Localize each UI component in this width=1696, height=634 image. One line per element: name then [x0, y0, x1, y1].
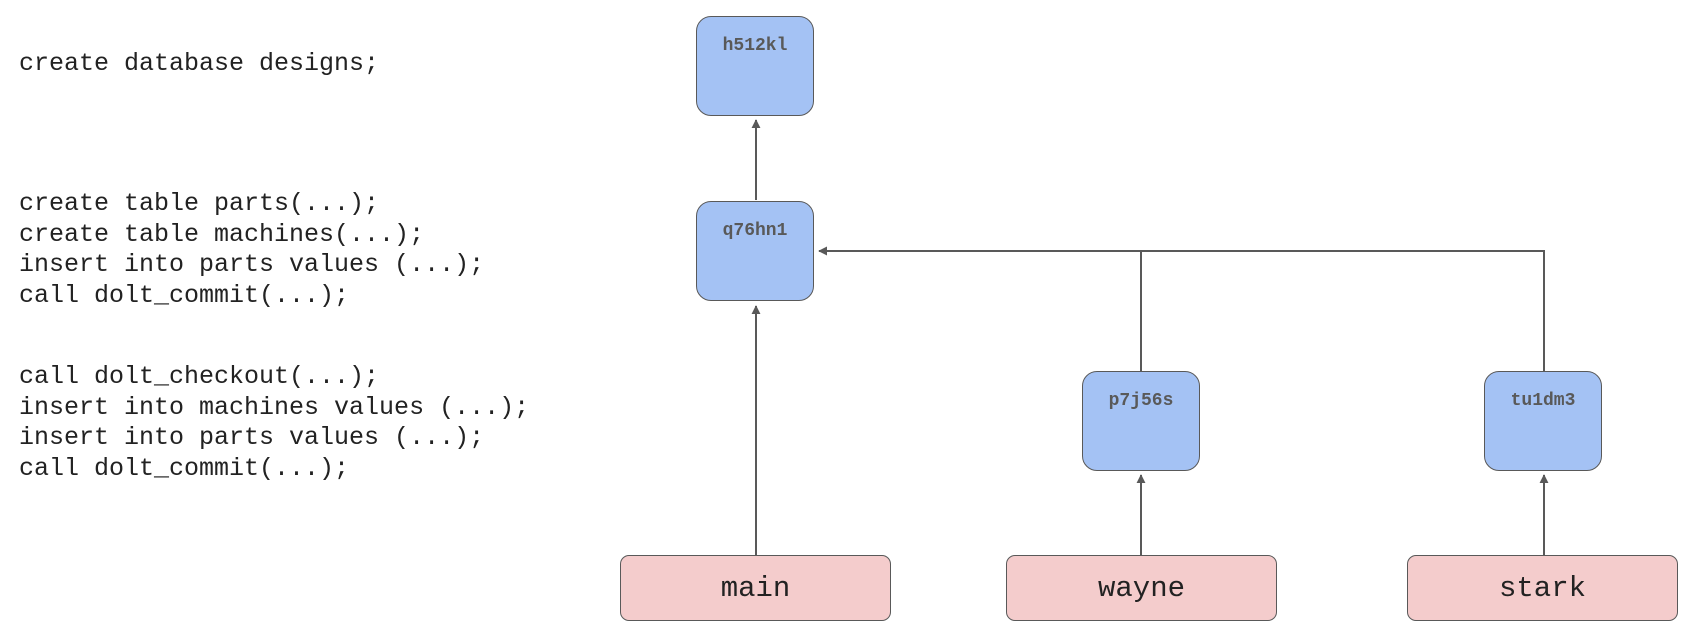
code-line: call dolt_checkout(...); [19, 362, 380, 391]
edge-p7j56s-to-q76hn1 [818, 246, 1142, 371]
branch-label: stark [1498, 571, 1586, 605]
code-line: insert into parts values (...); [19, 250, 485, 279]
code-line: call dolt_commit(...); [19, 453, 350, 483]
code-block-checkout-insert: call dolt_checkout(...);insert into mach… [19, 362, 529, 484]
commit-hash: h512kl [722, 36, 788, 56]
code-line: insert into parts values (...); [19, 423, 485, 452]
commit-hash: tu1dm3 [1510, 391, 1576, 411]
code-line: call dolt_commit(...); [19, 280, 350, 310]
branch-main: main [620, 555, 891, 621]
branch-label: main [720, 571, 791, 605]
commit-node-p7j56s: p7j56s [1082, 371, 1200, 471]
commit-hash: q76hn1 [722, 221, 788, 241]
code-line: create table parts(...); [19, 189, 380, 218]
commit-node-q76hn1: q76hn1 [696, 201, 814, 301]
code-block-create-tables: create table parts(...);create table mac… [19, 189, 484, 311]
branch-stark: stark [1407, 555, 1678, 621]
commit-node-tu1dm3: tu1dm3 [1484, 371, 1602, 471]
branch-label: wayne [1097, 571, 1185, 605]
edge-tu1dm3-to-q76hn1 [1141, 250, 1545, 371]
commit-node-h512kl: h512kl [696, 16, 814, 116]
code-line: create database designs; [19, 49, 380, 78]
branch-wayne: wayne [1006, 555, 1277, 621]
commit-hash: p7j56s [1108, 391, 1174, 411]
code-line: create table machines(...); [19, 219, 425, 249]
code-line: insert into machines values (...); [19, 392, 530, 422]
code-block-create-database: create database designs; [19, 49, 379, 80]
